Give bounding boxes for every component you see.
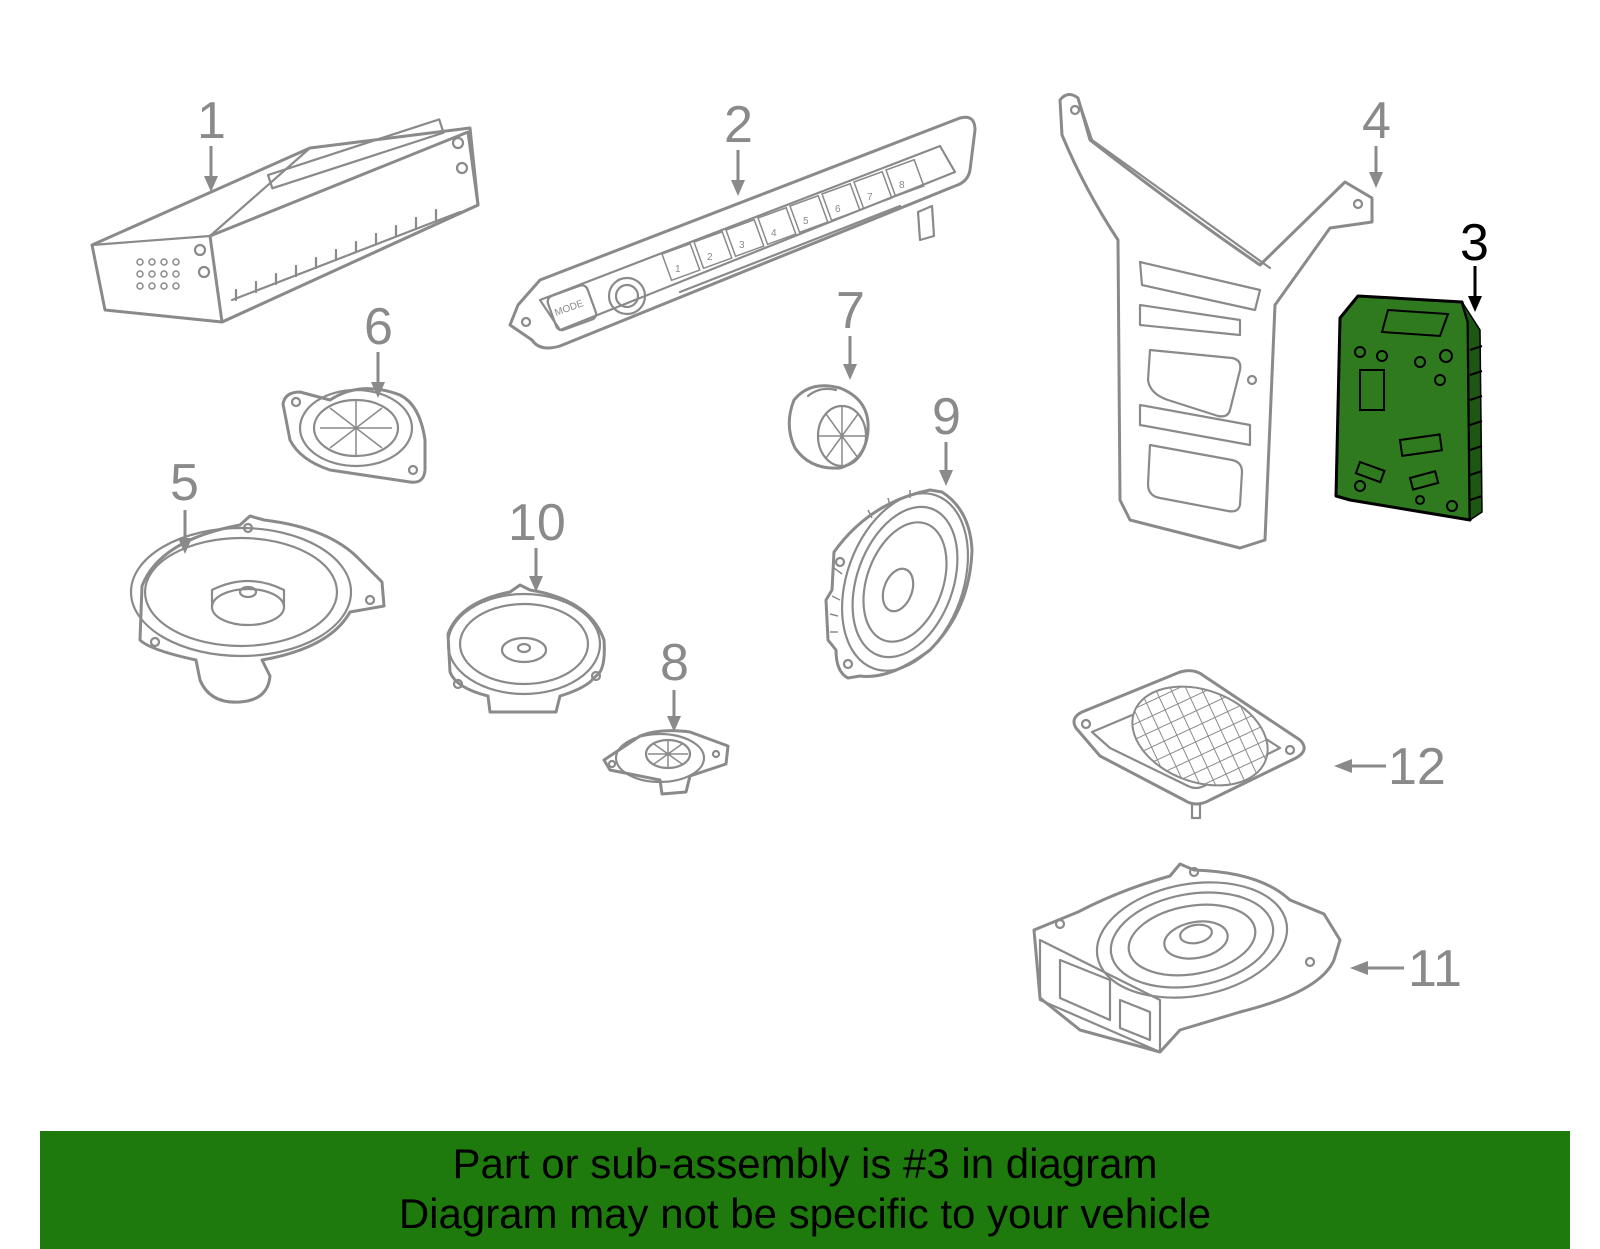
preset-buttons [661, 158, 925, 282]
preset-3-label: 3 [739, 240, 745, 251]
callout-2: 2 [724, 96, 753, 154]
part-6-tweeter [281, 387, 427, 484]
part-4-bracket [1058, 93, 1374, 550]
preset-6-label: 6 [835, 204, 841, 215]
part-2-radio-control-panel: MODE 1 2 3 4 5 6 7 8 [508, 115, 977, 350]
callout-4: 4 [1362, 92, 1391, 150]
preset-5-label: 5 [803, 216, 809, 227]
preset-4-label: 4 [771, 228, 777, 239]
callout-8: 8 [660, 634, 689, 692]
part-8-small-tweeter [602, 729, 730, 796]
callout-1: 1 [197, 92, 226, 150]
callout-arrows [178, 146, 1482, 975]
preset-2-label: 2 [707, 252, 713, 263]
part-9-door-speaker [824, 488, 974, 680]
part-1-head-unit [90, 118, 480, 324]
callout-5: 5 [170, 454, 199, 512]
preset-1-label: 1 [675, 264, 681, 275]
part-5-large-speaker [129, 514, 386, 704]
part-7-tweeter-cap [787, 384, 870, 470]
callout-10: 10 [508, 494, 566, 552]
preset-7-label: 7 [867, 192, 873, 203]
part-11-subwoofer [1032, 862, 1342, 1054]
callout-9: 9 [932, 388, 961, 446]
part-info-banner: Part or sub-assembly is #3 in diagram Di… [40, 1131, 1570, 1249]
part-3-amplifier-highlighted [1334, 294, 1483, 522]
callout-6: 6 [364, 298, 393, 356]
part-10-mid-speaker [446, 583, 606, 714]
callout-12: 12 [1388, 738, 1446, 796]
banner-line-2: Diagram may not be specific to your vehi… [398, 1190, 1212, 1237]
part-12-speaker-grille [1072, 669, 1306, 820]
callout-11: 11 [1408, 940, 1462, 998]
preset-8-label: 8 [899, 180, 905, 191]
banner-line-1: Part or sub-assembly is #3 in diagram [452, 1140, 1158, 1187]
callout-3: 3 [1460, 214, 1489, 272]
callout-labels: 1 2 3 4 5 6 7 8 9 10 11 12 [170, 92, 1489, 998]
callout-7: 7 [836, 282, 865, 340]
